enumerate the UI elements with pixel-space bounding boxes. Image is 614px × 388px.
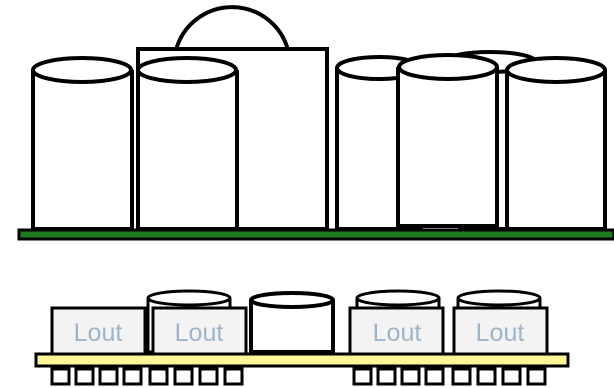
inductor-4-label: Lout <box>476 319 525 347</box>
pin <box>352 367 373 386</box>
pin <box>74 367 95 386</box>
capacitor-5-top <box>505 56 607 84</box>
lower-pcb <box>34 352 570 368</box>
pin <box>424 367 445 386</box>
inductor-2: Lout <box>151 306 248 356</box>
inductor-4: Lout <box>452 306 549 356</box>
pin <box>98 367 119 386</box>
pin <box>476 367 497 386</box>
pin <box>223 367 244 386</box>
inductor-3-label: Lout <box>373 319 422 347</box>
inductor-1: Lout <box>50 306 147 356</box>
pin <box>376 367 397 386</box>
inductor-1-label: Lout <box>74 319 123 347</box>
capacitor-4-top <box>397 53 499 81</box>
small-capacitor-center-top <box>249 291 335 309</box>
upper-board-assembly <box>31 5 607 231</box>
capacitor-2 <box>136 70 239 231</box>
pin <box>122 367 143 386</box>
pin <box>50 367 71 386</box>
capacitor-1 <box>31 70 134 231</box>
small-capacitor-center <box>249 300 335 354</box>
lower-board-pins <box>50 367 547 386</box>
pin <box>526 367 547 386</box>
pin <box>173 367 194 386</box>
inductor-4-body <box>452 306 549 356</box>
small-capacitor-rear-3-top <box>456 289 542 307</box>
pin <box>451 367 472 386</box>
small-capacitor-rear-1-top <box>146 289 232 307</box>
capacitor-1-top <box>31 56 133 84</box>
dome-component-top <box>174 5 290 51</box>
pin <box>148 367 169 386</box>
pin <box>400 367 421 386</box>
pin <box>501 367 522 386</box>
inductor-2-label: Lout <box>175 319 224 347</box>
pin <box>198 367 219 386</box>
inductor-3: Lout <box>348 306 445 356</box>
upper-pcb <box>17 228 614 241</box>
small-capacitor-rear-2-top <box>355 289 441 307</box>
capacitor-2-top <box>136 56 238 84</box>
capacitor-5 <box>505 70 607 231</box>
capacitor-4 <box>396 67 499 228</box>
lower-board-assembly: Lout Lout Lout Lout <box>50 289 549 356</box>
